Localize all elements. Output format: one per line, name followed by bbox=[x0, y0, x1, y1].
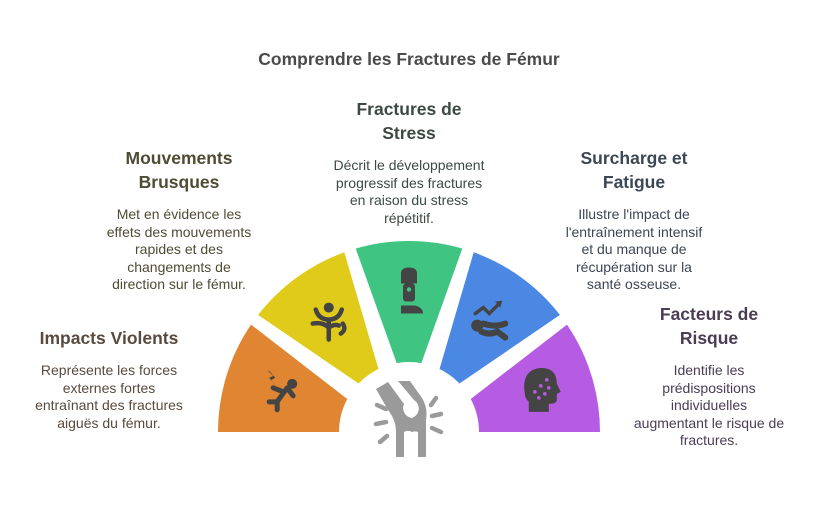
segment-shape bbox=[218, 324, 348, 432]
label-fractures-de-stress: Fractures de Stress Décrit le développem… bbox=[318, 97, 500, 227]
label-impacts-violents: Impacts Violents Représente les forces e… bbox=[18, 326, 200, 432]
diagram-title: Comprendre les Fractures de Fémur bbox=[258, 49, 560, 69]
segment-impacts-violents[interactable] bbox=[218, 324, 348, 432]
knee-joint-fracture-icon bbox=[373, 381, 444, 457]
segment-description: Met en évidence les effets des mouvement… bbox=[106, 206, 252, 292]
segment-heading: Fractures de Stress bbox=[356, 99, 462, 143]
segment-description: Identifie les prédispositions individuel… bbox=[633, 362, 785, 448]
segment-facteurs-de-risque[interactable] bbox=[470, 324, 600, 432]
segment-shape bbox=[439, 252, 560, 384]
exhausted-person-trend-icon bbox=[471, 300, 509, 341]
segment-description: Décrit le développement progressif des f… bbox=[333, 157, 485, 226]
segment-heading: Impacts Violents bbox=[39, 328, 179, 348]
segment-fractures-de-stress[interactable] bbox=[355, 241, 463, 364]
segment-surcharge-et-fatigue[interactable] bbox=[439, 252, 560, 384]
label-facteurs-de-risque: Facteurs de Risque Identifie les prédisp… bbox=[618, 302, 800, 450]
label-mouvements-brusques: Mouvements Brusques Met en évidence les … bbox=[88, 146, 270, 294]
segment-mouvements-brusques[interactable] bbox=[258, 252, 379, 384]
person-sudden-movement-icon bbox=[310, 302, 347, 342]
segment-description: Représente les forces externes fortes en… bbox=[35, 362, 183, 431]
falling-person-lightning-icon bbox=[266, 369, 298, 413]
segment-shape bbox=[355, 241, 463, 364]
head-profile-dots-icon bbox=[524, 367, 561, 412]
segment-description: Illustre l'impact de l'entraînement inte… bbox=[565, 206, 703, 292]
leg-brace-icon bbox=[401, 267, 423, 314]
segment-heading: Facteurs de Risque bbox=[659, 304, 759, 348]
label-surcharge-et-fatigue: Surcharge et Fatigue Illustre l'impact d… bbox=[543, 146, 725, 294]
segment-heading: Mouvements Brusques bbox=[125, 148, 233, 192]
segment-heading: Surcharge et Fatigue bbox=[580, 148, 688, 192]
